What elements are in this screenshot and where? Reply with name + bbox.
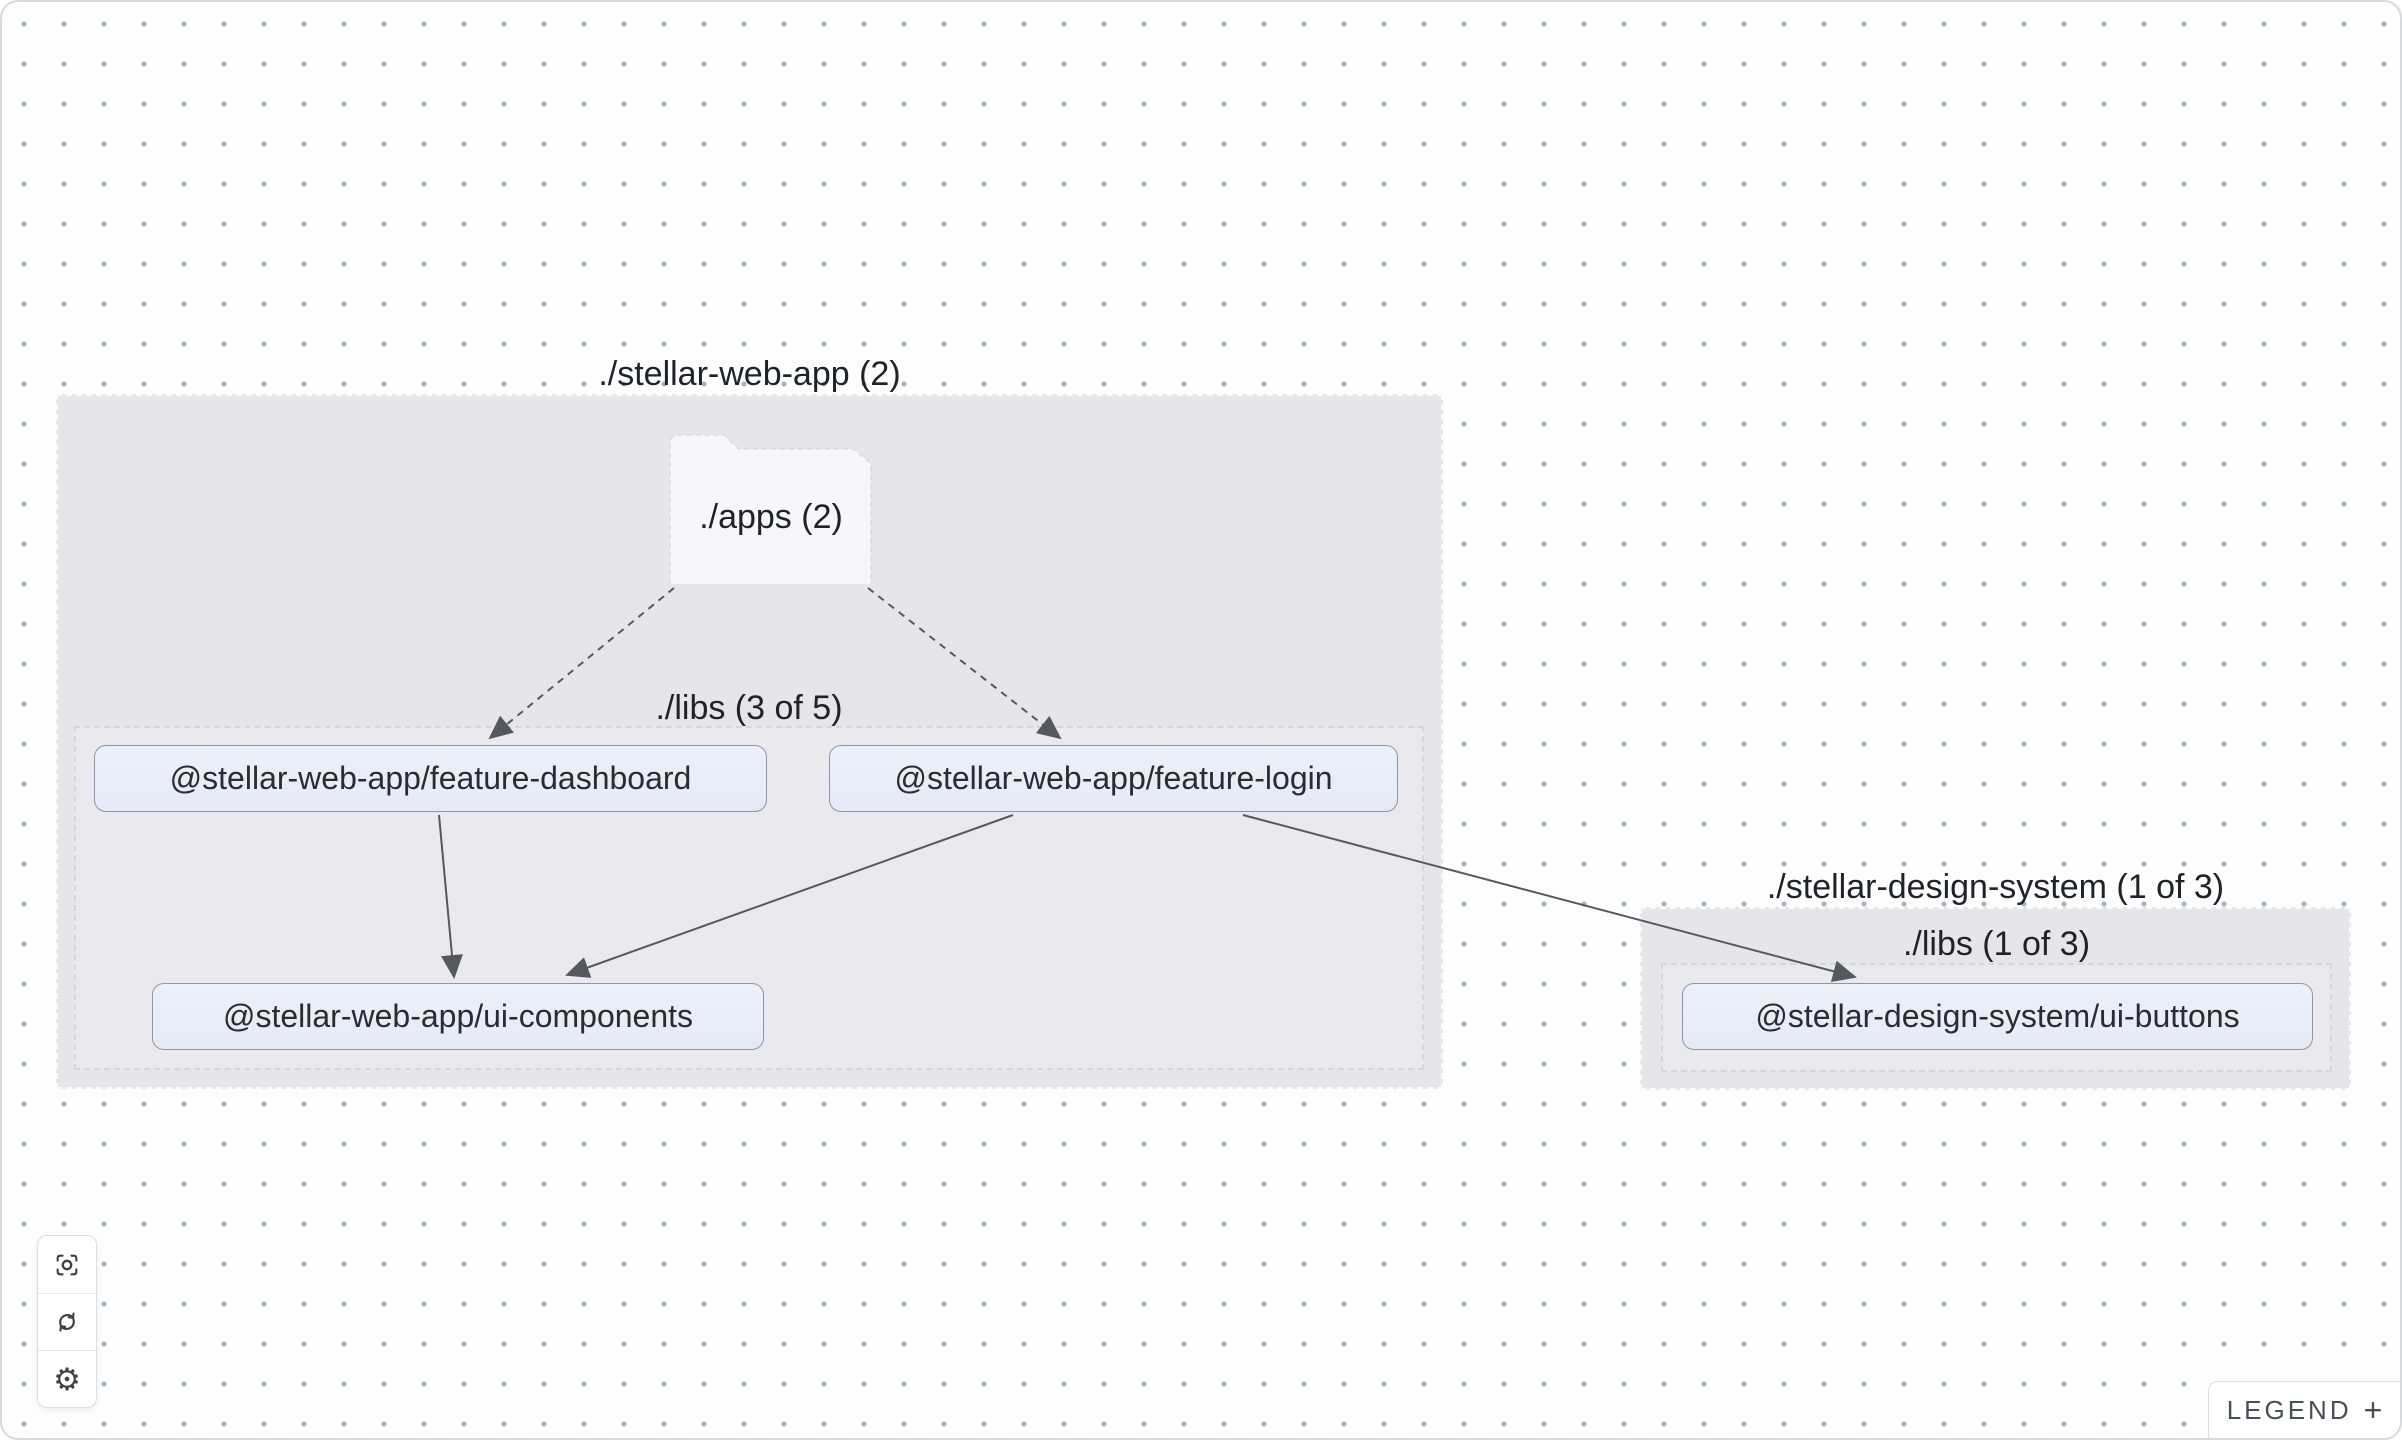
node-label: @stellar-web-app/feature-login — [894, 760, 1333, 796]
subgroup-label-web-app-libs: ./libs (3 of 5) — [655, 689, 843, 727]
legend-toggle[interactable]: LEGEND + — [2208, 1381, 2400, 1438]
folder-label-apps: ./apps (2) — [699, 498, 843, 536]
legend-label: LEGEND — [2226, 1394, 2352, 1425]
settings-button[interactable]: ⚙ — [38, 1350, 96, 1407]
focus-icon — [56, 1254, 78, 1275]
plus-icon: + — [2363, 1392, 2383, 1428]
node-label: @stellar-web-app/ui-components — [222, 998, 694, 1034]
group-title-stellar-design-system: ./stellar-design-system (1 of 3) — [1766, 868, 2225, 906]
folder-icon — [669, 434, 872, 584]
node-ui-buttons[interactable]: @stellar-design-system/ui-buttons — [1682, 983, 2313, 1050]
node-ui-components[interactable]: @stellar-web-app/ui-components — [152, 983, 764, 1050]
node-label: @stellar-web-app/feature-dashboard — [169, 760, 692, 796]
subgroup-label-design-system-libs: ./libs (1 of 3) — [1902, 925, 2091, 963]
gear-icon: ⚙ — [53, 1361, 81, 1397]
graph-toolbar: ⚙ — [37, 1235, 97, 1408]
group-title-stellar-web-app: ./stellar-web-app (2) — [598, 355, 901, 393]
node-feature-dashboard[interactable]: @stellar-web-app/feature-dashboard — [94, 745, 767, 812]
refresh-icon — [59, 1312, 75, 1332]
node-feature-login[interactable]: @stellar-web-app/feature-login — [829, 745, 1398, 812]
refresh-button[interactable] — [38, 1293, 96, 1350]
focus-button[interactable] — [38, 1236, 96, 1293]
node-label: @stellar-design-system/ui-buttons — [1755, 998, 2240, 1034]
